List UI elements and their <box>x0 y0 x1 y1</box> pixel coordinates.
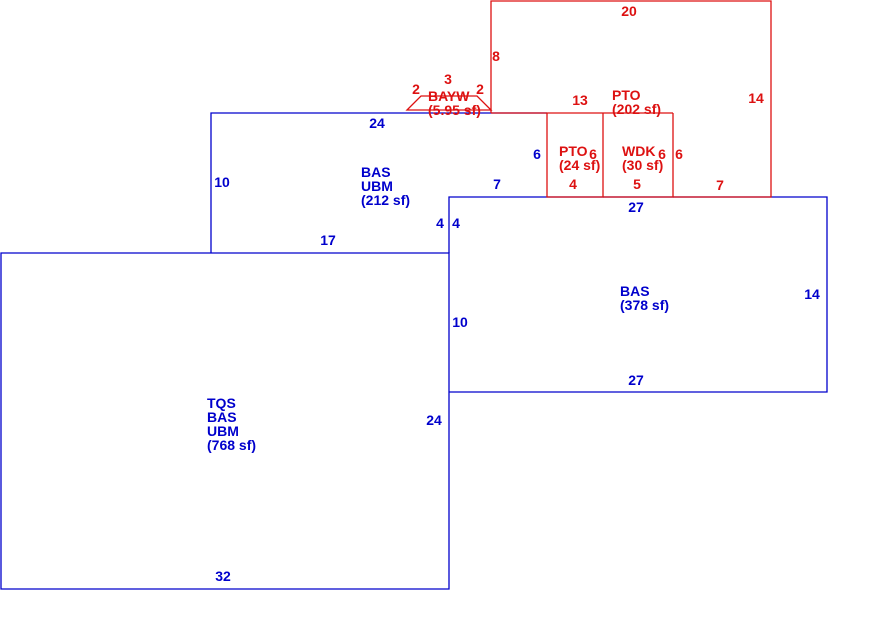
upper-code-ubm: UBM <box>361 178 393 194</box>
main-code-tqs: TQS <box>207 395 236 411</box>
upper-area-size: (212 sf) <box>361 192 410 208</box>
upper-area-outline <box>210 112 547 253</box>
dim-pto-small-bottom: 4 <box>569 176 577 192</box>
main-code-bas: BAS <box>207 409 237 425</box>
dim-bayw-top: 3 <box>444 71 452 87</box>
bayw-outline <box>405 95 493 111</box>
main-area-size: (768 sf) <box>207 437 256 453</box>
pto-small-area-size: (24 sf) <box>559 157 600 173</box>
upper-code-bas: BAS <box>361 164 391 180</box>
pto-small-outline <box>546 113 604 198</box>
living-dimension-labels: 32 24 24 10 17 4 4 10 7 27 27 14 6 <box>214 115 820 584</box>
dim-pto-right: 14 <box>748 90 764 106</box>
main-code-ubm: UBM <box>207 423 239 439</box>
dim-right-left-lower: 10 <box>452 314 468 330</box>
dim-upper-bottom: 17 <box>320 232 336 248</box>
pto-small-code: PTO <box>559 143 588 159</box>
dim-pto-small-left: 6 <box>533 146 541 162</box>
dim-right-left-top: 4 <box>452 215 460 231</box>
right-area-outline <box>448 196 828 393</box>
dim-pto-bottom: 7 <box>716 177 724 193</box>
dim-right-bottom: 27 <box>628 372 644 388</box>
dim-wdk-bottom: 5 <box>633 176 641 192</box>
dim-upper-left: 10 <box>214 174 230 190</box>
bayw-area-size: (5.95 sf) <box>428 102 481 118</box>
dim-main-right: 24 <box>426 412 442 428</box>
wdk-area-size: (30 sf) <box>622 157 663 173</box>
pto-large-outline <box>490 0 772 198</box>
dim-pto-left: 8 <box>492 48 500 64</box>
area-labels: TQS BAS UBM (768 sf) BAS UBM (212 sf) BA… <box>207 87 669 453</box>
dim-wdk-left: 6 <box>658 146 666 162</box>
bayw-code: BAYW <box>428 88 470 104</box>
other-dimension-labels: 20 8 14 13 7 6 4 6 6 5 2 3 2 <box>412 3 764 193</box>
dim-right-top-left: 7 <box>493 176 501 192</box>
dim-wdk-right: 6 <box>675 146 683 162</box>
dim-right-top: 27 <box>628 199 644 215</box>
living-area-outlines <box>0 112 828 590</box>
dim-pto-inner-top: 13 <box>572 92 588 108</box>
main-area-outline <box>0 252 450 590</box>
pto-large-code: PTO <box>612 87 641 103</box>
right-area-size: (378 sf) <box>620 297 669 313</box>
right-code-bas: BAS <box>620 283 650 299</box>
dim-main-bottom: 32 <box>215 568 231 584</box>
wdk-code: WDK <box>622 143 655 159</box>
dim-bayw-left: 2 <box>412 81 420 97</box>
dim-upper-right: 4 <box>436 215 444 231</box>
dim-upper-top: 24 <box>369 115 385 131</box>
wdk-outline <box>603 113 674 198</box>
dim-right-right: 14 <box>804 286 820 302</box>
dim-pto-small-right: 6 <box>589 146 597 162</box>
pto-large-area-size: (202 sf) <box>612 101 661 117</box>
dim-bayw-right: 2 <box>476 81 484 97</box>
dim-pto-top: 20 <box>621 3 637 19</box>
other-area-outlines <box>405 0 772 198</box>
